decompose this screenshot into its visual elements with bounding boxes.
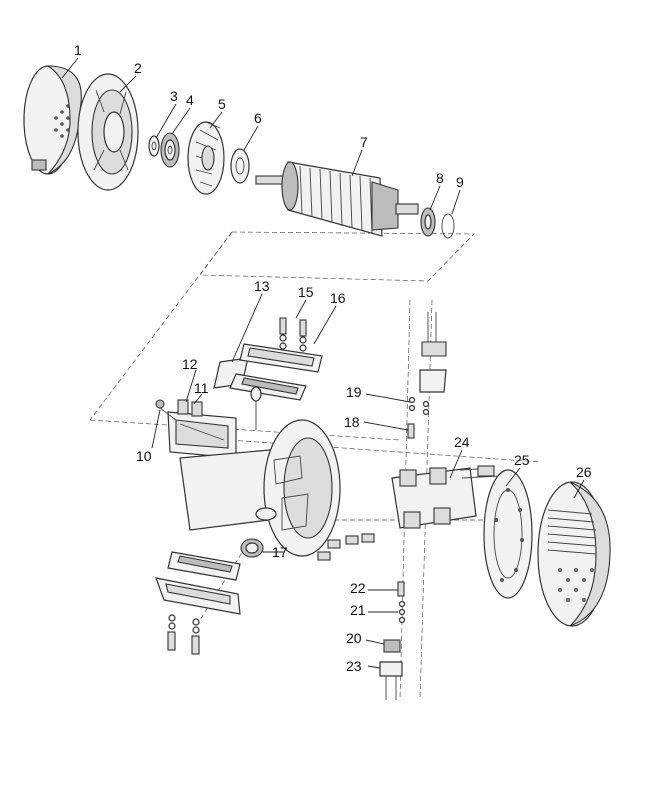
part-1-band-clamp [23, 65, 82, 175]
part-3-washer [148, 135, 160, 157]
callout-5: 5 [218, 96, 226, 112]
callout-12: 12 [182, 356, 198, 372]
part-25-end-plate [483, 469, 533, 599]
callout-16: 16 [330, 290, 346, 306]
part-8-bearing [420, 207, 436, 237]
callout-11: 11 [194, 380, 209, 396]
part-12-terminal-stud [177, 399, 203, 417]
part-4-bearing [160, 132, 180, 168]
callout-21: 21 [350, 602, 366, 618]
callout-20: 20 [346, 630, 362, 646]
part-6-spacer [230, 148, 250, 184]
callout-25: 25 [514, 452, 530, 468]
callout-23: 23 [346, 658, 362, 674]
callout-24: 24 [454, 434, 470, 450]
brush-holder-lower [379, 581, 406, 700]
part-19-screws [408, 396, 416, 412]
eye-bolt [250, 386, 262, 430]
part-10-terminal-pin [155, 399, 177, 421]
callout-7: 7 [360, 134, 368, 150]
callout-10: 10 [136, 448, 152, 464]
part-24-brush-rocker [391, 465, 501, 529]
callout-leader-lines [61, 57, 585, 669]
yoke-housing [179, 419, 341, 557]
callout-3: 3 [170, 88, 178, 104]
callout-8: 8 [436, 170, 444, 186]
part-2-end-cover [77, 73, 139, 191]
part-5-fan [187, 121, 225, 195]
part-15-bolts [279, 317, 307, 352]
lower-bolts [167, 614, 200, 655]
part-17-grommet [240, 538, 264, 558]
callout-13: 13 [254, 278, 270, 294]
callout-18: 18 [344, 414, 360, 430]
callout-19: 19 [346, 384, 362, 400]
brushes-left [317, 533, 375, 561]
brush-holder-upper [419, 312, 447, 416]
part-9-retaining-ring [441, 213, 455, 239]
pole-shoe-lower [155, 551, 241, 615]
callout-2: 2 [134, 60, 142, 76]
part-16-pole-shoe-upper [229, 343, 323, 401]
part-26-cover-band [537, 481, 611, 627]
callout-17: 17 [272, 544, 288, 560]
part-18-pin [407, 423, 415, 439]
callout-labels: 1 2 3 4 5 6 7 8 9 10 11 12 13 15 16 17 1… [74, 42, 592, 674]
callout-9: 9 [456, 174, 464, 190]
callout-4: 4 [186, 92, 194, 108]
callout-26: 26 [576, 464, 592, 480]
callout-6: 6 [254, 110, 262, 126]
part-7-armature [255, 161, 419, 237]
part-11-terminal-box [167, 411, 237, 459]
callout-22: 22 [350, 580, 366, 596]
callout-1: 1 [74, 42, 82, 58]
callout-15: 15 [298, 284, 314, 300]
